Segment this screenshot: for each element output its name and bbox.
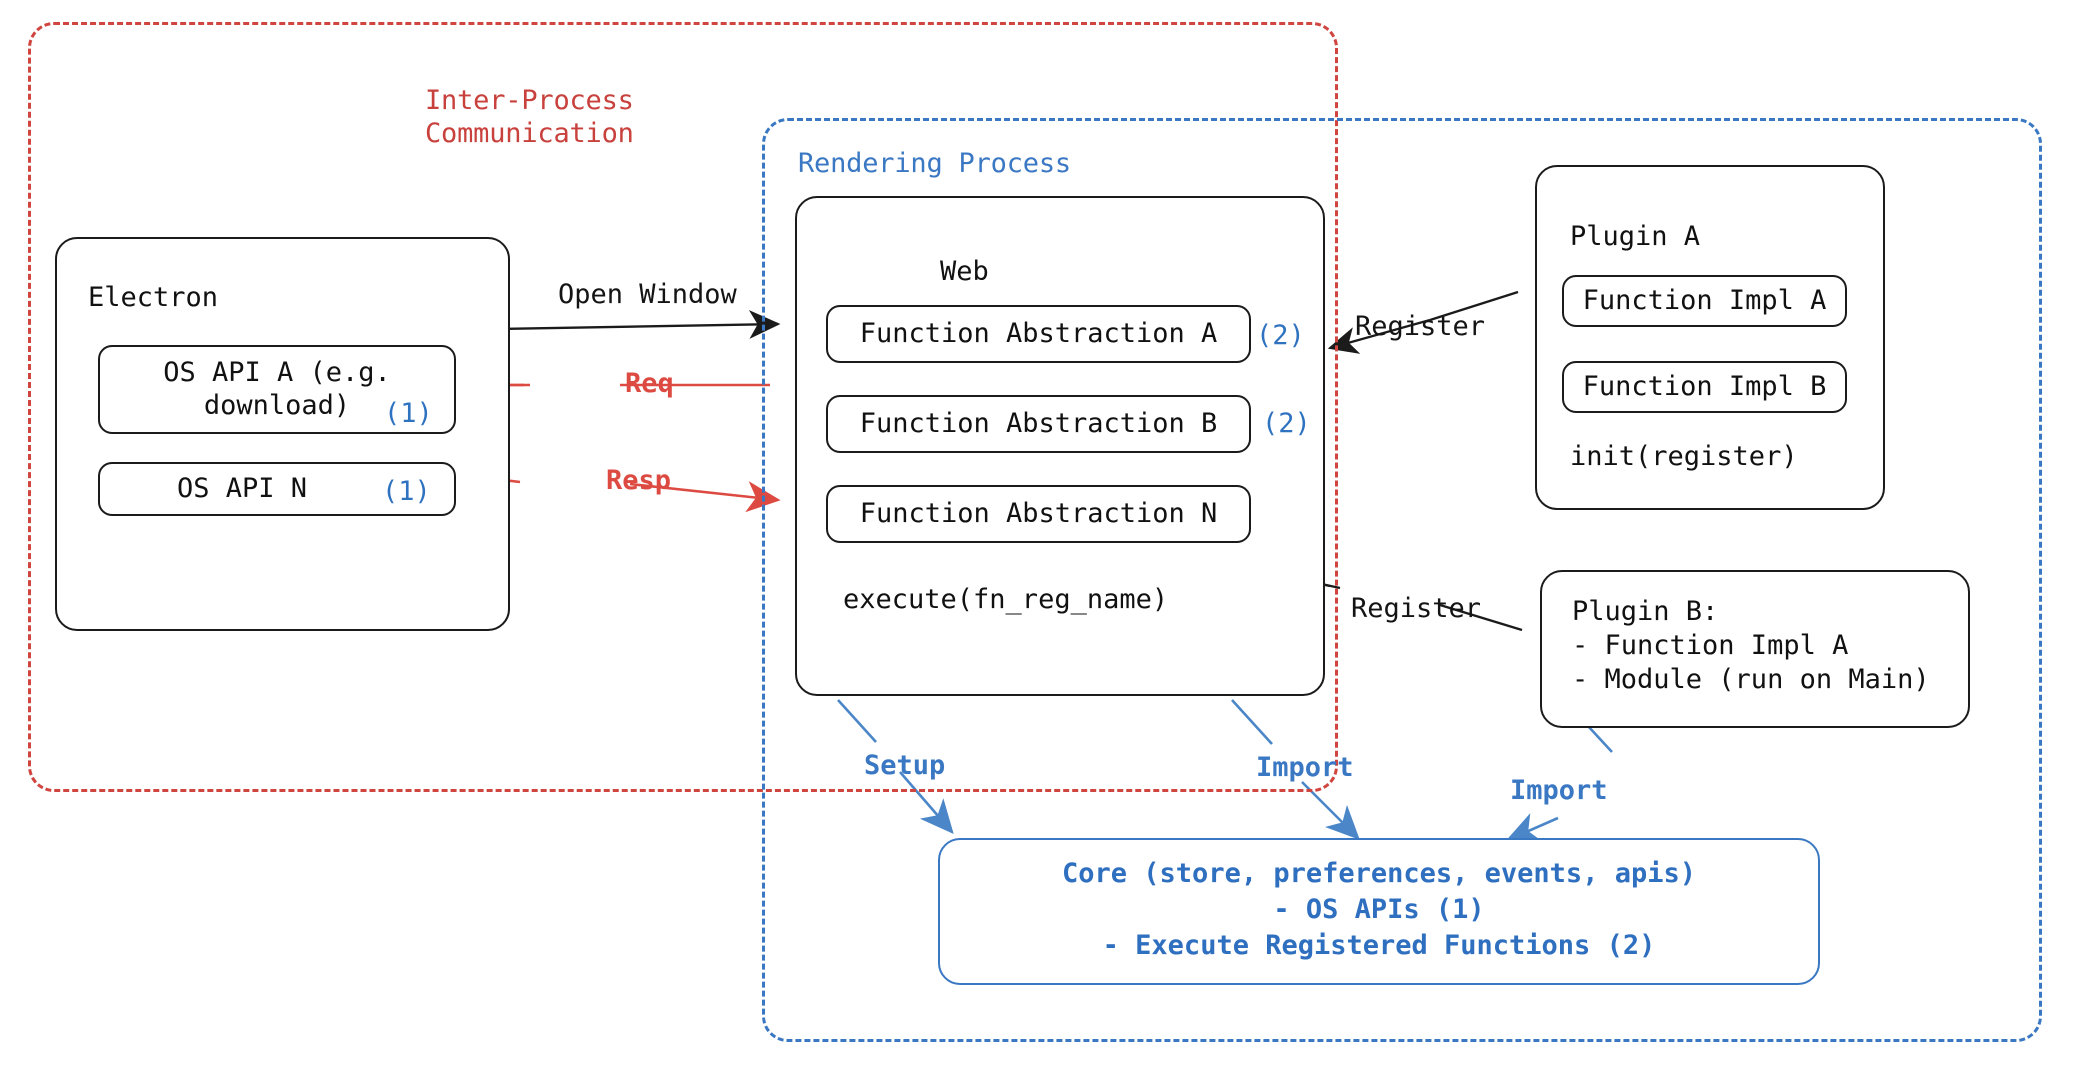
- region-rendering-process: [762, 118, 2042, 1042]
- electron-box: [55, 237, 510, 631]
- function-abstraction-n-label: Function Abstraction N: [859, 497, 1218, 529]
- os-api-a-box[interactable]: OS API A (e.g. download): [98, 345, 456, 434]
- edge-label-setup: Setup: [864, 750, 946, 781]
- edge-label-open-window: Open Window: [558, 279, 737, 310]
- web-title: Web: [940, 256, 989, 287]
- edge-label-register-plugin-a: Register: [1355, 311, 1486, 342]
- plugin-a-box: [1535, 165, 1885, 510]
- plugin-a-function-impl-a-label: Function Impl A: [1582, 284, 1827, 316]
- edge-label-register-plugin-b: Register: [1351, 593, 1482, 624]
- plugin-a-init-label: init(register): [1570, 441, 1798, 472]
- plugin-a-function-impl-b-label: Function Impl B: [1582, 370, 1827, 402]
- plugin-b-text: Plugin B: - Function Impl A - Module (ru…: [1572, 596, 1930, 695]
- function-abstraction-a-badge: (2): [1256, 320, 1305, 351]
- region-rendering-title: Rendering Process: [798, 148, 1071, 179]
- os-api-n-label: OS API N: [176, 472, 308, 504]
- os-api-a-badge: (1): [384, 398, 433, 429]
- function-abstraction-n-box[interactable]: Function Abstraction N: [826, 485, 1251, 543]
- plugin-b-box: [1540, 570, 1970, 728]
- region-inter-process-communication: [28, 22, 1338, 792]
- plugin-a-title: Plugin A: [1570, 221, 1701, 252]
- core-text: Core (store, preferences, events, apis) …: [1062, 858, 1696, 961]
- region-ipc-title: Inter-Process Communication: [425, 85, 634, 149]
- function-abstraction-b-label: Function Abstraction B: [859, 407, 1218, 439]
- os-api-n-badge: (1): [382, 476, 431, 507]
- web-execute-label: execute(fn_reg_name): [843, 584, 1169, 615]
- edge-label-import-plugin: Import: [1510, 775, 1608, 806]
- os-api-a-label: OS API A (e.g. download): [163, 356, 391, 421]
- edge-label-import-web: Import: [1256, 752, 1354, 783]
- plugin-a-function-impl-b-box[interactable]: Function Impl B: [1562, 361, 1847, 413]
- os-api-n-box[interactable]: OS API N: [98, 462, 456, 516]
- edge-label-req: Req: [625, 368, 674, 399]
- function-abstraction-b-badge: (2): [1262, 408, 1311, 439]
- function-abstraction-a-label: Function Abstraction A: [859, 317, 1218, 349]
- electron-title: Electron: [88, 282, 219, 313]
- edge-label-resp: Resp: [606, 465, 672, 496]
- function-abstraction-a-box[interactable]: Function Abstraction A: [826, 305, 1251, 363]
- plugin-a-function-impl-a-box[interactable]: Function Impl A: [1562, 275, 1847, 327]
- function-abstraction-b-box[interactable]: Function Abstraction B: [826, 395, 1251, 453]
- core-box: [938, 838, 1820, 985]
